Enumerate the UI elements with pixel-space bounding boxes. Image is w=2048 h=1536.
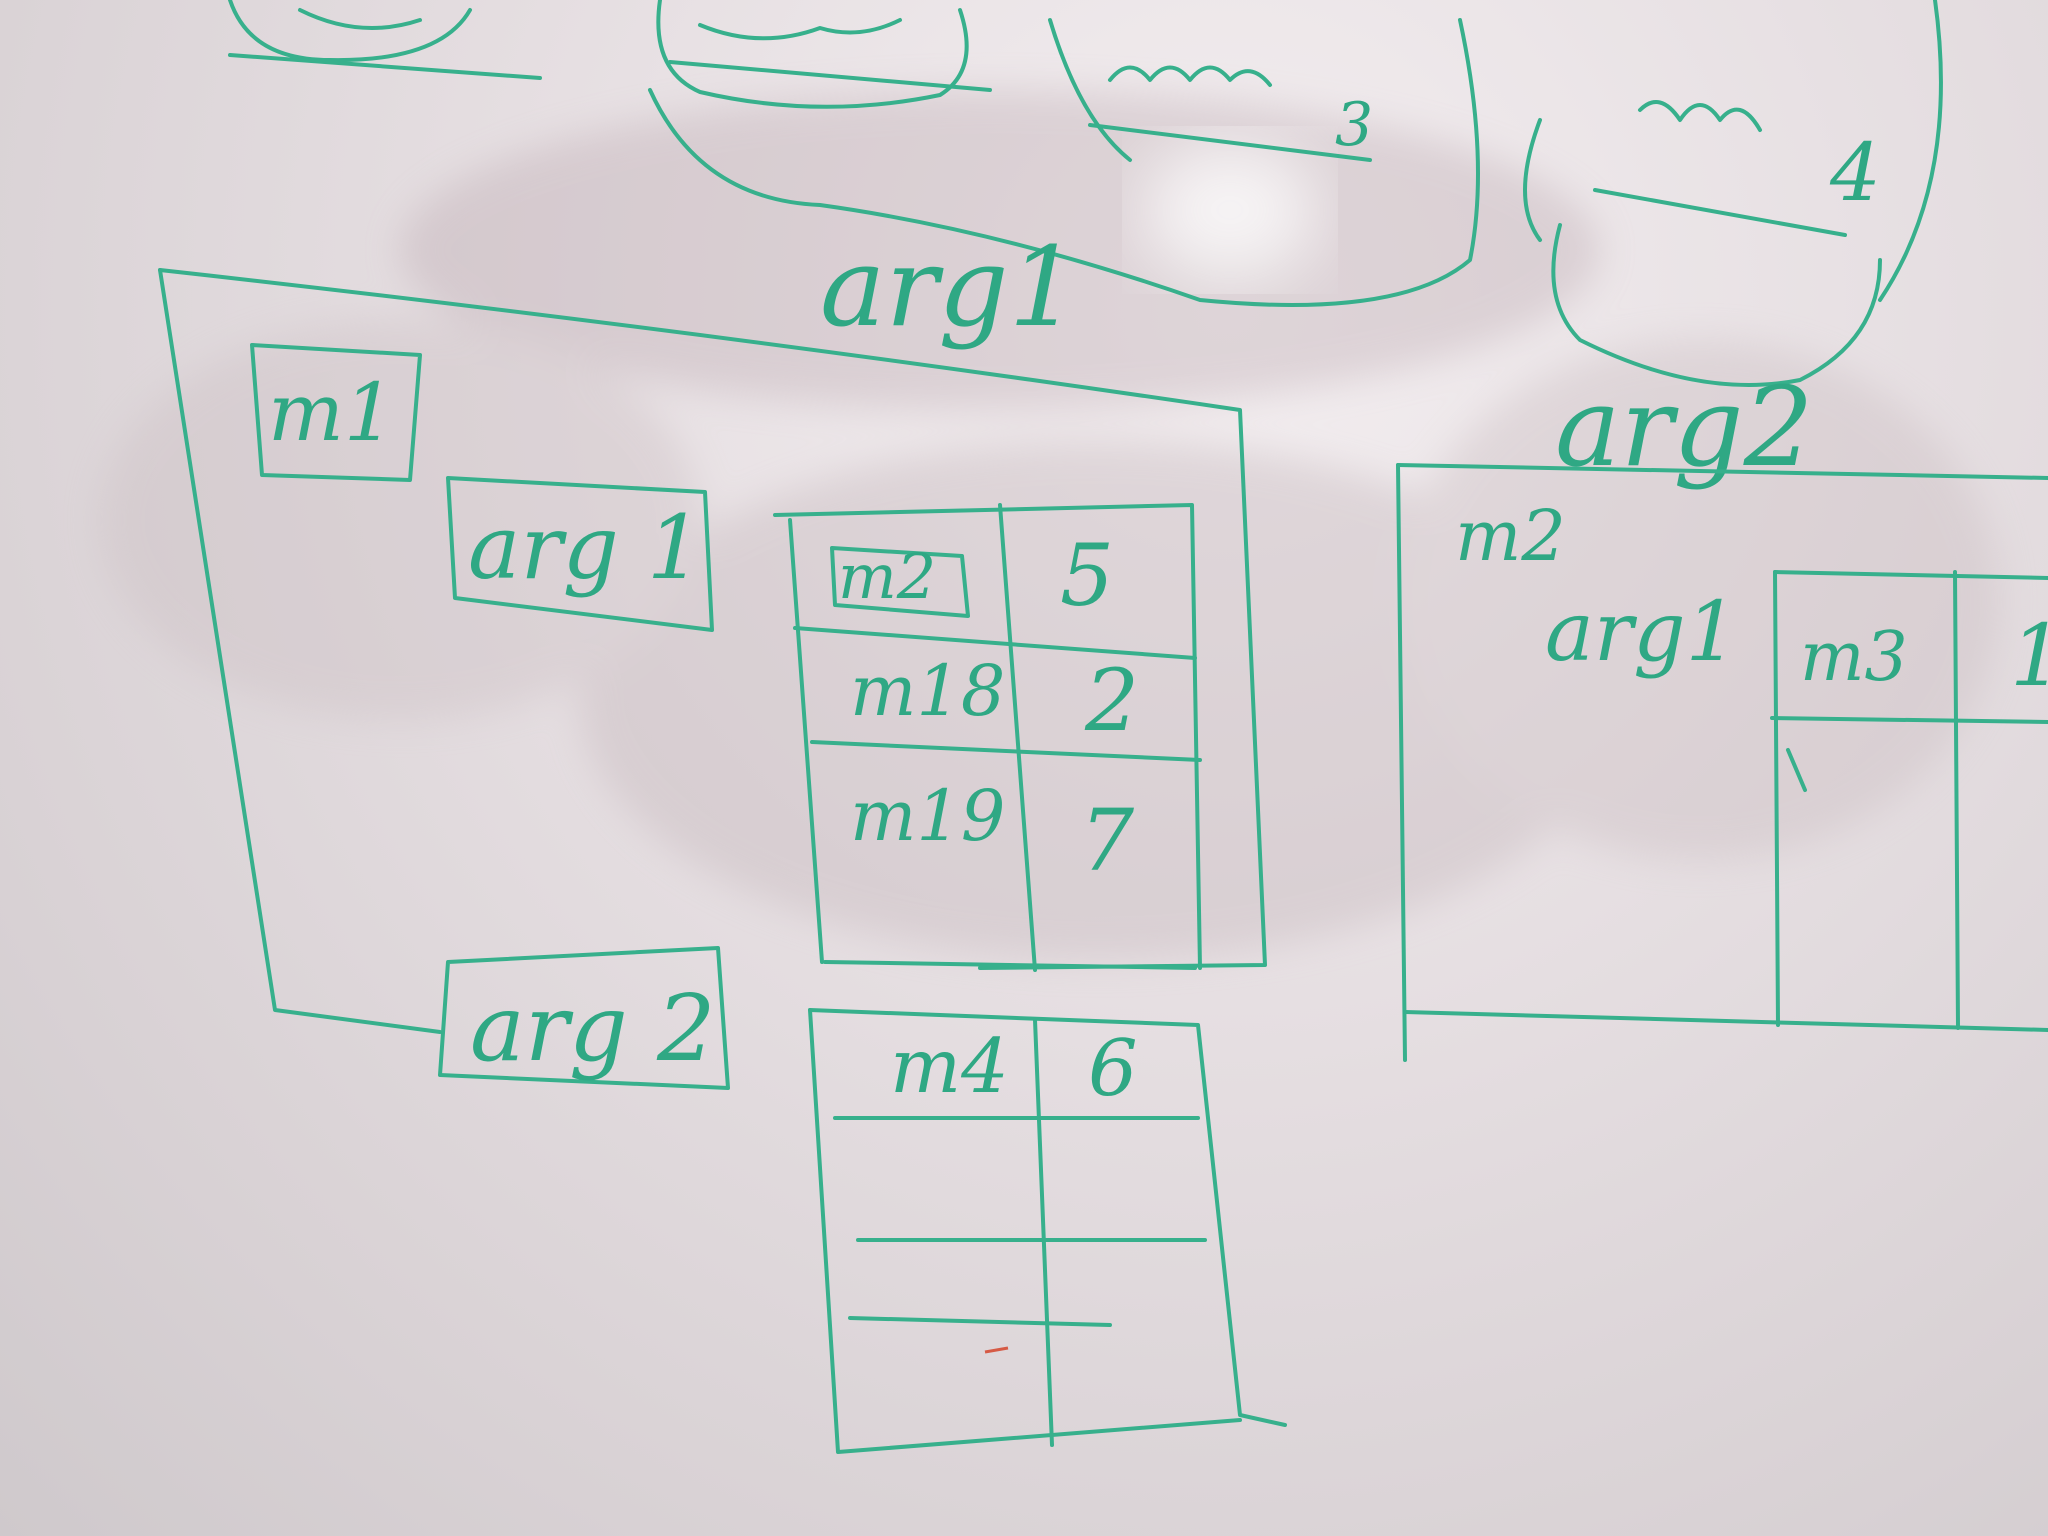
table-row1-value: 5 [1060, 527, 1114, 626]
table-row2-key: m18 [850, 650, 1005, 732]
arg1-box-label: arg 1 [468, 496, 703, 599]
light-glare [1140, 140, 1320, 280]
table-row3-value: 7 [1080, 792, 1134, 891]
lower-row1-value: 6 [1088, 1024, 1138, 1114]
table-row3-key: m19 [850, 775, 1005, 857]
arg2-box-label: arg 2 [470, 975, 716, 1082]
lower-row1-key: m4 [890, 1022, 1009, 1110]
table-row1-key: m2 [838, 540, 936, 613]
right-cell-value: 1 [2010, 607, 2048, 706]
right-m2-label: m2 [1455, 495, 1566, 577]
m3-subscript: 3 [1335, 90, 1373, 160]
m4-subscript: 4 [1829, 126, 1881, 219]
table-row2-value: 2 [1084, 652, 1139, 751]
lower-table [808, 1008, 1287, 1454]
m1-box-label: m1 [268, 366, 395, 459]
board-smudges [100, 90, 2000, 960]
right-panel [1396, 463, 2048, 1062]
top-drawings: 3 4 [228, 0, 1943, 387]
right-arg1-label: arg1 [1545, 585, 1738, 680]
top-arg1-label: arg1 [820, 223, 1079, 351]
right-cell-key: m3 [1800, 618, 1908, 697]
left-panel: m1 arg 1 arg 2 [158, 268, 1267, 1090]
